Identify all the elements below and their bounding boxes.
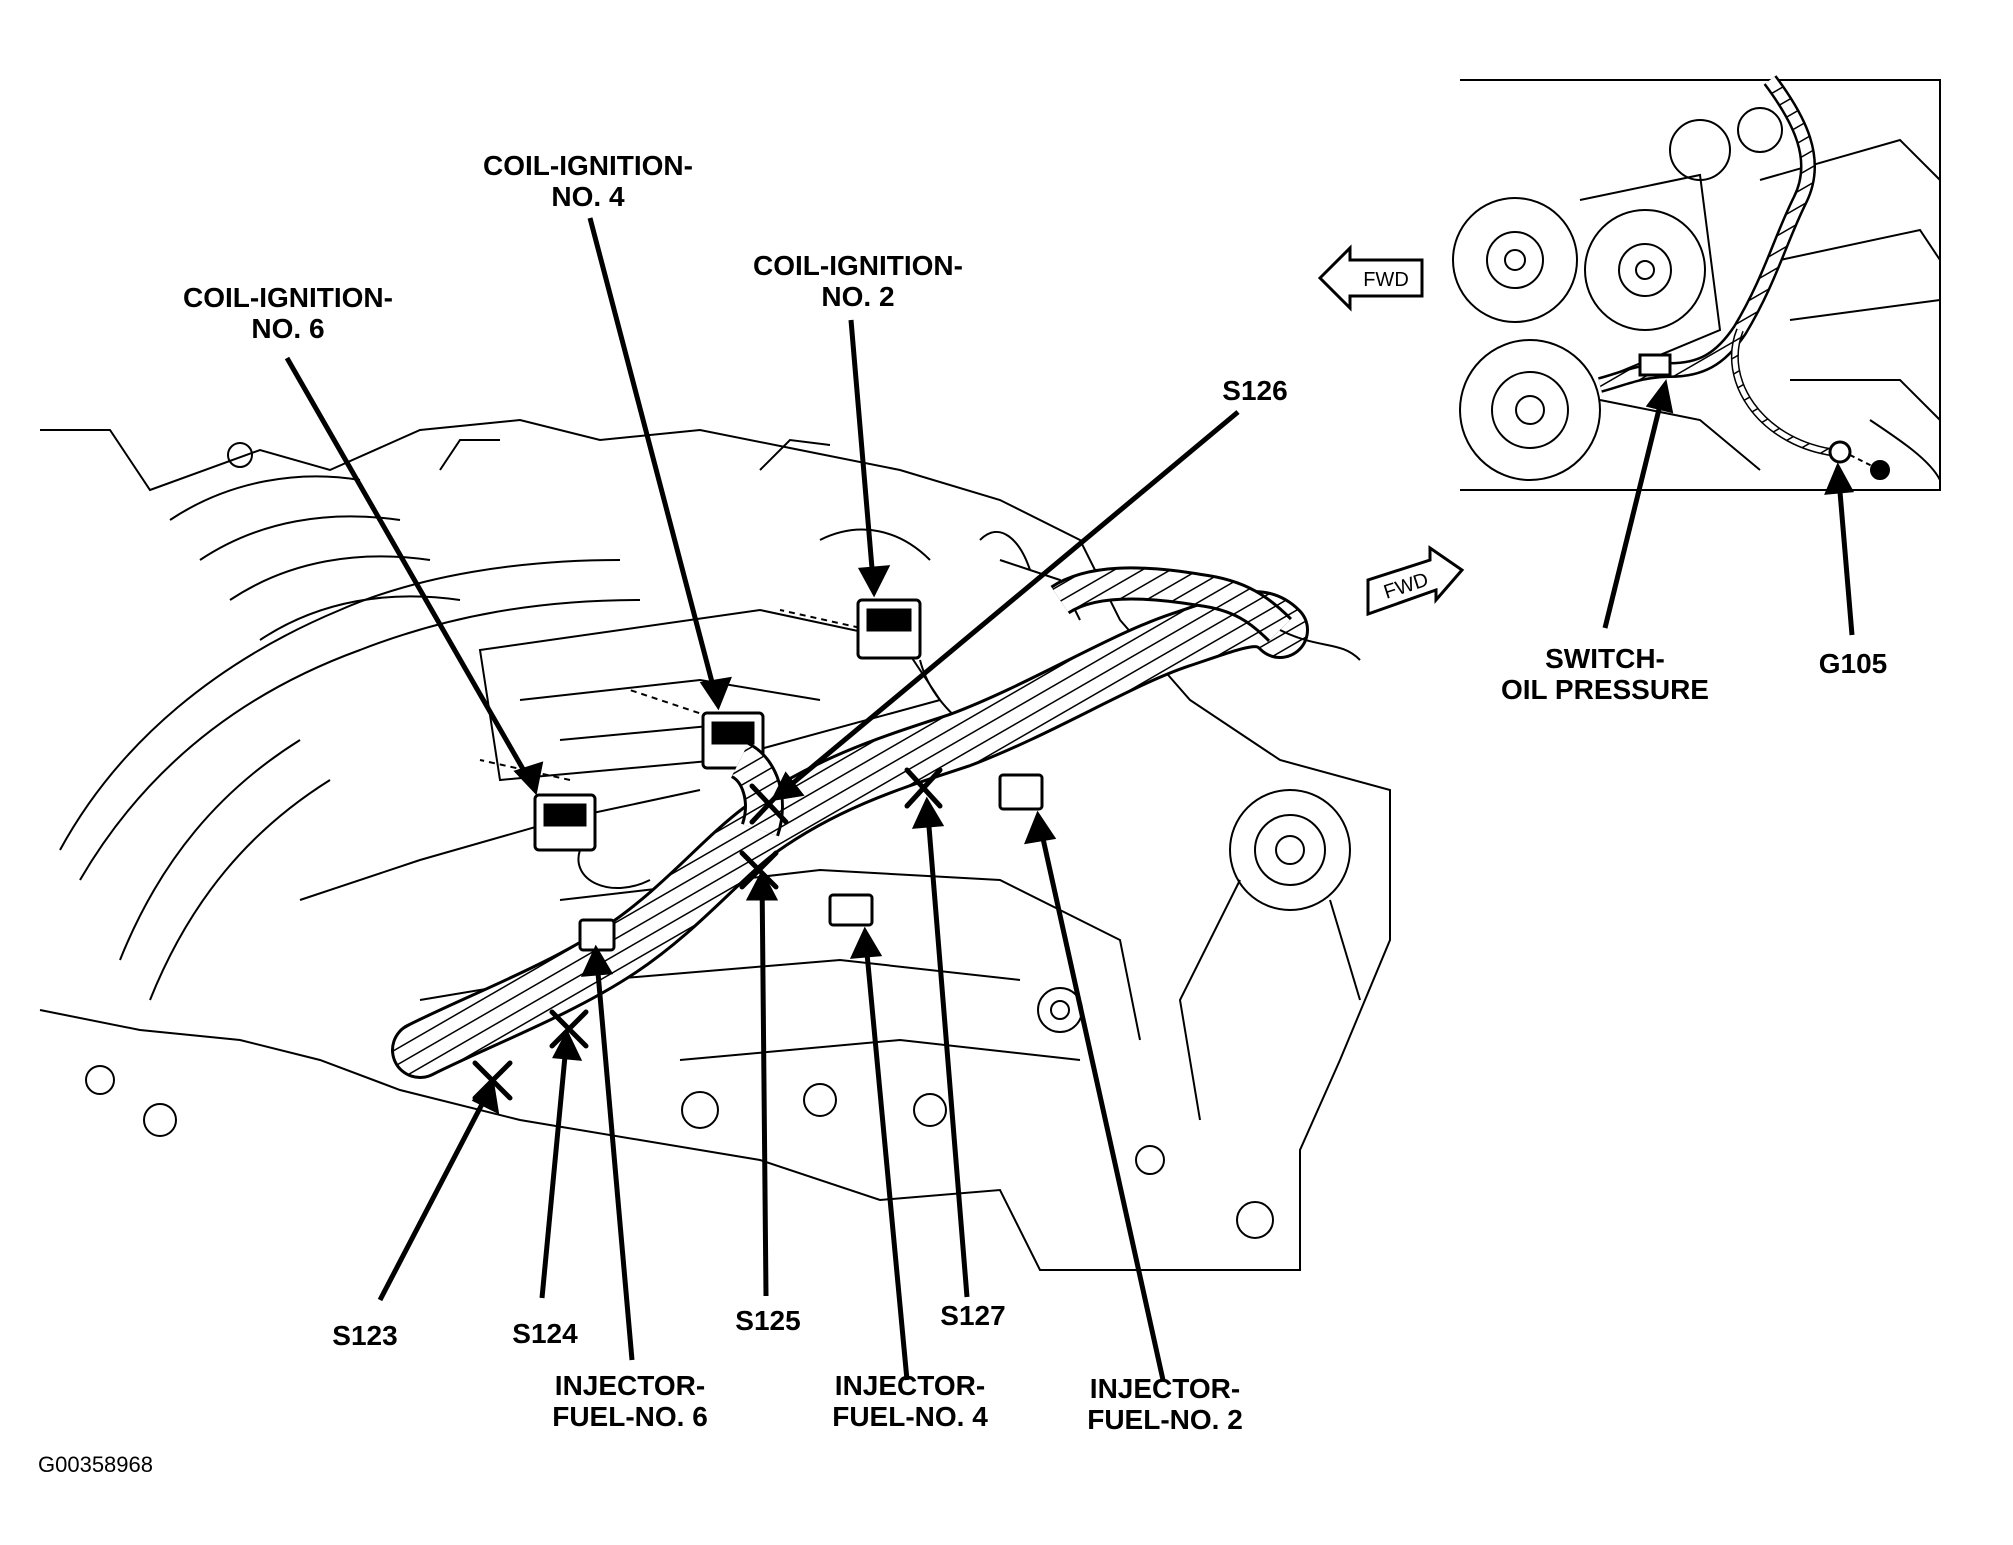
coil-ignition-4-label: COIL-IGNITION-NO. 4 [483,150,693,212]
leader-lines [284,217,1240,1381]
fwd-arrow-lower: FWD [1366,545,1465,617]
inset-view [1452,79,1941,491]
injector-fuel-2-label: INJECTOR-FUEL-NO. 2 [1087,1373,1243,1435]
coil-ignition-6-label: COIL-IGNITION-NO. 6 [183,282,393,344]
figure-id: G00358968 [38,1452,153,1477]
splice-s125-label: S125 [735,1305,801,1336]
injector-2-connector [998,773,1044,811]
splice-s127-label: S127 [940,1300,1006,1331]
injector-6-connector [578,918,616,952]
coil-6-connector [533,793,597,852]
engine-main-view [39,418,1391,1271]
switch-oil-pressure-label: SWITCH-OIL PRESSURE [1501,643,1709,705]
inset-harness [1597,75,1881,471]
ground-g105-label: G105 [1818,648,1888,679]
splice-marks [472,767,943,1101]
fwd-arrow-upper: FWD [1317,244,1424,312]
splice-s123-label: S123 [332,1320,398,1351]
coil-2-connector [856,598,922,660]
splice-s126-label: S126 [1222,375,1288,406]
inset-leader-lines [1602,379,1855,636]
injector-4-connector [828,893,874,927]
coil-ignition-2-label: COIL-IGNITION-NO. 2 [753,250,963,312]
injector-fuel-6-label: INJECTOR-FUEL-NO. 6 [552,1370,708,1432]
svg-text:FWD: FWD [1363,269,1409,291]
coil-connectors [533,598,922,852]
injector-fuel-4-label: INJECTOR-FUEL-NO. 4 [832,1370,988,1432]
splice-s124-label: S124 [512,1318,578,1349]
